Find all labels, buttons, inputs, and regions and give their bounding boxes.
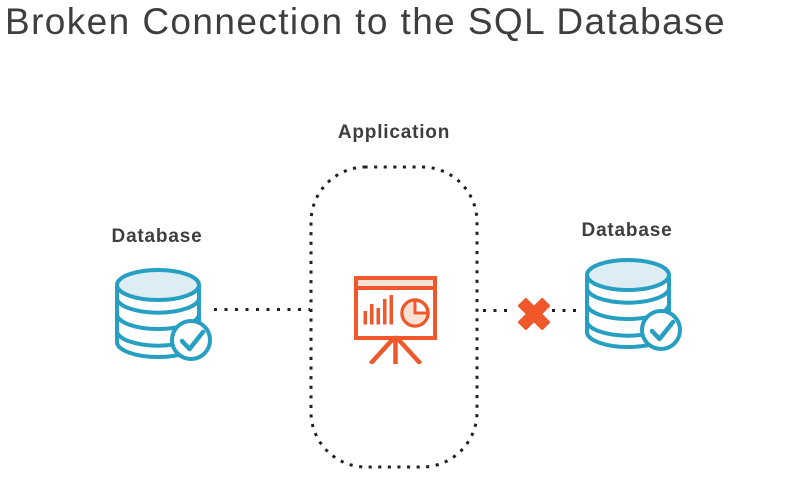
database-right-label: Database (581, 220, 673, 241)
presentation-chart-icon (354, 276, 437, 364)
diagram-title: Broken Connection to the SQL Database (5, 1, 726, 42)
database-cylinder-icon-left (115, 268, 212, 361)
status-badge (640, 309, 682, 351)
connector-left-dotted-line (214, 308, 310, 311)
connector-right-dotted-line-b (552, 309, 583, 312)
easel-legs (368, 335, 423, 364)
database-left-label: Database (111, 226, 203, 247)
mini-pie-chart (400, 298, 430, 328)
status-badge (170, 319, 212, 361)
check-icon (179, 329, 206, 352)
presentation-board-header (354, 276, 437, 290)
cross-icon (518, 298, 550, 330)
connector-right-dotted-line-a (483, 309, 514, 312)
cylinder-top (585, 258, 671, 292)
application-label: Application (337, 122, 451, 143)
cylinder-top (115, 268, 201, 302)
database-cylinder-icon-right (585, 258, 682, 351)
mini-bar-chart (363, 295, 393, 325)
dotted-rounded-border (309, 165, 479, 469)
check-icon (649, 319, 676, 342)
application-dotted-boundary (309, 165, 479, 469)
